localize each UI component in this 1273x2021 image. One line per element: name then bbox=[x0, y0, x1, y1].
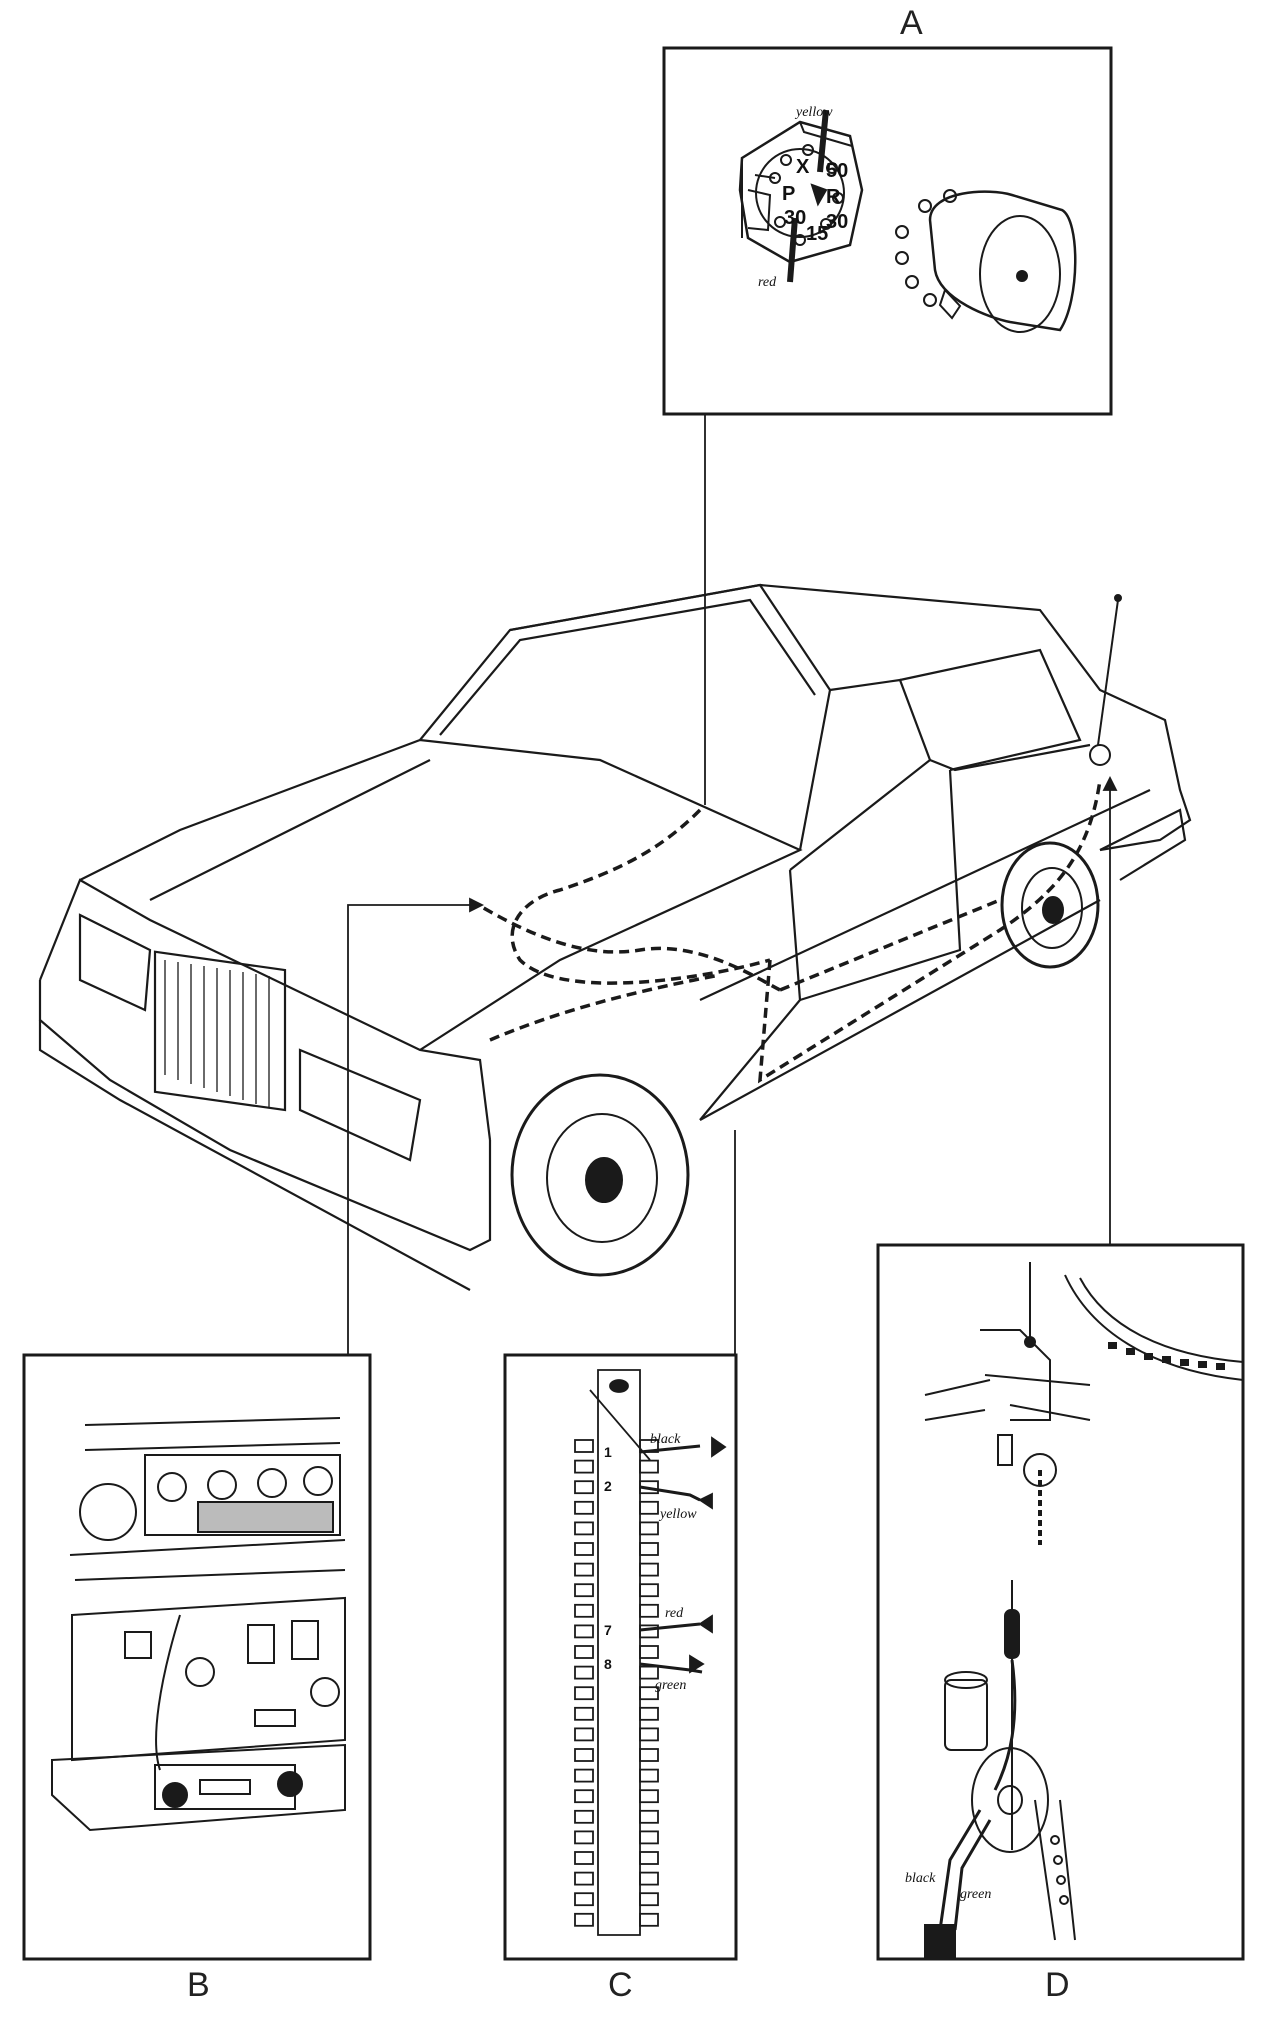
terminal-15: 15 bbox=[806, 223, 828, 245]
strip-terminal bbox=[639, 1912, 659, 1927]
strip-terminal bbox=[574, 1686, 594, 1701]
strip-terminal bbox=[639, 1665, 659, 1680]
terminal-50: 50 bbox=[826, 160, 848, 182]
strip-terminal bbox=[639, 1542, 659, 1556]
strip-terminal bbox=[639, 1603, 659, 1618]
strip-terminal bbox=[574, 1851, 594, 1865]
strip-terminal bbox=[639, 1583, 659, 1598]
strip-terminal bbox=[574, 1645, 594, 1659]
terminal-r: R bbox=[826, 186, 841, 208]
panel-label-c: C bbox=[608, 1966, 633, 2004]
strip-terminal bbox=[574, 1830, 594, 1845]
panel-label-a: A bbox=[900, 4, 923, 42]
panel-c-frame bbox=[503, 1353, 738, 1961]
strip-terminal bbox=[639, 1706, 659, 1721]
strip-terminal bbox=[639, 1686, 659, 1701]
strip-terminal bbox=[574, 1706, 594, 1721]
strip-terminal bbox=[574, 1521, 594, 1536]
front-wheel bbox=[510, 1073, 690, 1277]
strip-pin-7: 7 bbox=[604, 1622, 612, 1638]
antenna-drawing bbox=[1089, 594, 1122, 766]
strip-terminal bbox=[574, 1583, 594, 1598]
strip-terminal bbox=[574, 1768, 594, 1783]
strip-terminal bbox=[639, 1851, 659, 1865]
terminal-30-right: 30 bbox=[826, 211, 848, 233]
strip-terminal bbox=[574, 1480, 594, 1495]
strip-terminal bbox=[574, 1748, 594, 1762]
strip-terminal bbox=[639, 1645, 659, 1659]
terminal-strip-drawing: black yellow red green 1 2 7 8 bbox=[574, 1369, 727, 1936]
terminal-x: X bbox=[796, 156, 810, 178]
terminal-p: P bbox=[782, 183, 795, 205]
antenna-motor-drawing: black green bbox=[905, 1262, 1244, 1958]
wiring-harness bbox=[469, 779, 1102, 1084]
strip-terminal bbox=[574, 1871, 594, 1886]
strip-pin-1: 1 bbox=[604, 1444, 612, 1460]
terminal-30-left: 30 bbox=[784, 207, 806, 229]
strip-terminal bbox=[639, 1830, 659, 1845]
strip-terminal bbox=[574, 1912, 594, 1927]
panel-d-frame bbox=[876, 1243, 1245, 1961]
strip-terminal bbox=[639, 1871, 659, 1886]
strip-wire-label-yellow: yellow bbox=[658, 1507, 697, 1522]
panel-label-b: B bbox=[187, 1966, 210, 2004]
strip-terminal bbox=[639, 1768, 659, 1783]
lock-cylinder-drawing bbox=[895, 189, 1077, 333]
leader-lines bbox=[347, 414, 1118, 1355]
strip-wire-label-red: red bbox=[665, 1606, 684, 1621]
strip-pin-2: 2 bbox=[604, 1478, 612, 1494]
strip-terminal bbox=[574, 1439, 594, 1453]
panel-label-d: D bbox=[1045, 1966, 1070, 2004]
strip-terminal bbox=[639, 1459, 659, 1474]
strip-terminal bbox=[574, 1809, 594, 1824]
strip-terminal bbox=[639, 1500, 659, 1515]
strip-wire-label-black: black bbox=[650, 1432, 681, 1447]
strip-terminal bbox=[574, 1727, 594, 1742]
strip-terminal bbox=[639, 1562, 659, 1577]
panel-b-frame bbox=[22, 1353, 372, 1961]
strip-terminal bbox=[639, 1789, 659, 1804]
strip-terminal bbox=[639, 1892, 659, 1907]
strip-terminal bbox=[639, 1748, 659, 1762]
strip-terminal bbox=[574, 1603, 594, 1618]
motor-wire-label-green: green bbox=[960, 1887, 991, 1902]
rear-wheel bbox=[1000, 841, 1100, 969]
strip-terminal bbox=[574, 1459, 594, 1474]
strip-terminal bbox=[639, 1809, 659, 1824]
wire-label-red: red bbox=[758, 275, 777, 290]
strip-terminal bbox=[574, 1789, 594, 1804]
wire-label-yellow: yellow bbox=[794, 105, 833, 120]
strip-terminal bbox=[574, 1542, 594, 1556]
strip-terminal bbox=[574, 1892, 594, 1907]
strip-terminal bbox=[639, 1624, 659, 1639]
strip-wire-label-green: green bbox=[655, 1678, 686, 1693]
strip-terminal bbox=[639, 1727, 659, 1742]
panel-a-frame bbox=[662, 46, 1113, 416]
dashboard-drawing bbox=[51, 1417, 346, 1832]
strip-terminal bbox=[574, 1665, 594, 1680]
ignition-switch-drawing: X 50 P R 30 30 15 yellow red bbox=[738, 105, 864, 290]
strip-terminal bbox=[639, 1521, 659, 1536]
strip-terminal bbox=[574, 1500, 594, 1515]
strip-terminal bbox=[574, 1562, 594, 1577]
car-drawing bbox=[38, 583, 1192, 1291]
strip-terminal bbox=[574, 1624, 594, 1639]
strip-pin-8: 8 bbox=[604, 1656, 612, 1672]
motor-wire-label-black: black bbox=[905, 1871, 936, 1886]
